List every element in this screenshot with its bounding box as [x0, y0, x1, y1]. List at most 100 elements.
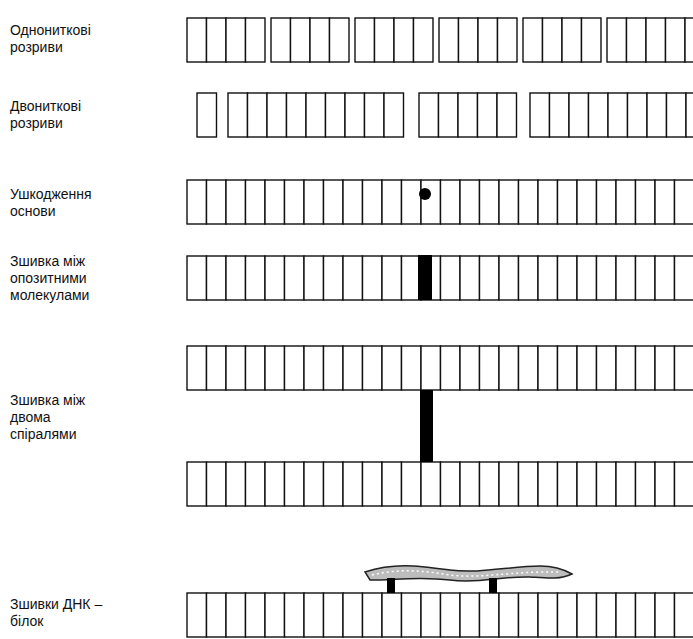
nucleotide-cell: [207, 256, 227, 300]
nucleotide-cell: [343, 462, 363, 506]
nucleotide-cell: [187, 180, 207, 224]
nucleotide-cell: [675, 180, 693, 224]
nucleotide-cell: [306, 93, 326, 137]
nucleotide-cell: [558, 180, 578, 224]
nucleotide-cell: [226, 462, 246, 506]
nucleotide-cell: [285, 593, 305, 637]
nucleotide-cell: [285, 462, 305, 506]
nucleotide-cell: [265, 593, 285, 637]
nucleotide-cell: [441, 462, 461, 506]
helix-crosslink: [420, 390, 433, 462]
nucleotide-cell: [207, 593, 227, 637]
nucleotide-cell: [655, 462, 675, 506]
nucleotide-cell: [439, 93, 459, 137]
nucleotide-cell: [538, 346, 558, 390]
nucleotide-cell: [685, 18, 693, 62]
nucleotide-cell: [577, 346, 597, 390]
nucleotide-cell: [480, 593, 500, 637]
nucleotide-cell: [265, 180, 285, 224]
nucleotide-cell: [421, 593, 441, 637]
nucleotide-cell: [382, 346, 402, 390]
nucleotide-cell: [675, 256, 693, 300]
nucleotide-cell: [402, 462, 422, 506]
nucleotide-cell: [543, 18, 563, 62]
nucleotide-cell: [582, 18, 602, 62]
interstrand-crosslink: [418, 255, 432, 300]
dna-strips: [187, 18, 693, 637]
protein-link: [387, 578, 395, 593]
base-damage-dot: [419, 188, 431, 200]
nucleotide-cell: [207, 180, 227, 224]
nucleotide-cell: [265, 462, 285, 506]
nucleotide-cell: [519, 180, 539, 224]
nucleotide-cell: [655, 346, 675, 390]
nucleotide-cell: [480, 346, 500, 390]
nucleotide-cell: [530, 93, 550, 137]
nucleotide-cell: [421, 346, 441, 390]
nucleotide-cell: [304, 256, 324, 300]
nucleotide-cell: [187, 256, 207, 300]
nucleotide-cell: [187, 462, 207, 506]
nucleotide-cell: [226, 180, 246, 224]
nucleotide-cell: [538, 462, 558, 506]
nucleotide-cell: [355, 18, 375, 62]
nucleotide-cell: [419, 93, 439, 137]
nucleotide-cell: [414, 18, 434, 62]
nucleotide-cell: [589, 93, 609, 137]
damage-type-label: Зшивка між опозитними молекулами: [10, 253, 106, 304]
nucleotide-cell: [402, 346, 422, 390]
nucleotide-cell: [226, 18, 246, 62]
nucleotide-cell: [538, 593, 558, 637]
nucleotide-cell: [304, 180, 324, 224]
nucleotide-cell: [460, 462, 480, 506]
nucleotide-cell: [666, 18, 686, 62]
nucleotide-cell: [523, 18, 543, 62]
protein-band: [365, 566, 572, 581]
nucleotide-cell: [627, 18, 647, 62]
protein-link: [489, 578, 497, 593]
damage-type-label: Однониткові розриви: [10, 22, 106, 56]
nucleotide-cell: [608, 93, 628, 137]
nucleotide-cell: [287, 93, 307, 137]
nucleotide-cell: [207, 18, 227, 62]
nucleotide-cell: [480, 180, 500, 224]
nucleotide-cell: [480, 462, 500, 506]
nucleotide-cell: [636, 180, 656, 224]
nucleotide-cell: [345, 93, 365, 137]
nucleotide-cell: [441, 180, 461, 224]
nucleotide-cell: [460, 180, 480, 224]
damage-type-label: Ушкодження основи: [10, 186, 106, 220]
nucleotide-cell: [675, 462, 693, 506]
nucleotide-cell: [343, 180, 363, 224]
nucleotide-cell: [616, 180, 636, 224]
nucleotide-cell: [636, 256, 656, 300]
nucleotide-cell: [439, 18, 459, 62]
nucleotide-cell: [363, 256, 383, 300]
nucleotide-cell: [597, 462, 617, 506]
nucleotide-cell: [647, 93, 667, 137]
nucleotide-cell: [607, 18, 627, 62]
nucleotide-cell: [324, 180, 344, 224]
nucleotide-cell: [304, 593, 324, 637]
nucleotide-cell: [616, 256, 636, 300]
nucleotide-cell: [402, 180, 422, 224]
nucleotide-cell: [558, 346, 578, 390]
nucleotide-cell: [616, 346, 636, 390]
nucleotide-cell: [655, 256, 675, 300]
nucleotide-cell: [478, 18, 498, 62]
nucleotide-cell: [365, 93, 385, 137]
nucleotide-cell: [459, 18, 479, 62]
nucleotide-cell: [226, 256, 246, 300]
nucleotide-cell: [246, 256, 266, 300]
nucleotide-cell: [636, 346, 656, 390]
nucleotide-cell: [267, 93, 287, 137]
nucleotide-cell: [285, 256, 305, 300]
nucleotide-cell: [499, 346, 519, 390]
nucleotide-cell: [246, 346, 266, 390]
nucleotide-cell: [538, 180, 558, 224]
nucleotide-cell: [228, 93, 248, 137]
nucleotide-cell: [421, 180, 441, 224]
nucleotide-cell: [460, 256, 480, 300]
nucleotide-cell: [577, 462, 597, 506]
nucleotide-cell: [197, 93, 217, 137]
